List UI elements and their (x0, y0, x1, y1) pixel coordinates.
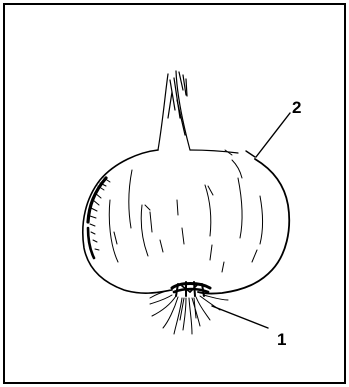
onion-root-plate (172, 282, 210, 296)
leader-line-1 (212, 306, 268, 328)
onion-roots (150, 290, 228, 334)
callout-label-2: 2 (292, 99, 301, 116)
onion-bulb-outline (83, 150, 289, 294)
callout-label-1: 1 (277, 331, 286, 348)
onion-scale-lines (109, 150, 262, 272)
leader-line-2 (256, 113, 290, 157)
onion-neck (158, 71, 190, 150)
